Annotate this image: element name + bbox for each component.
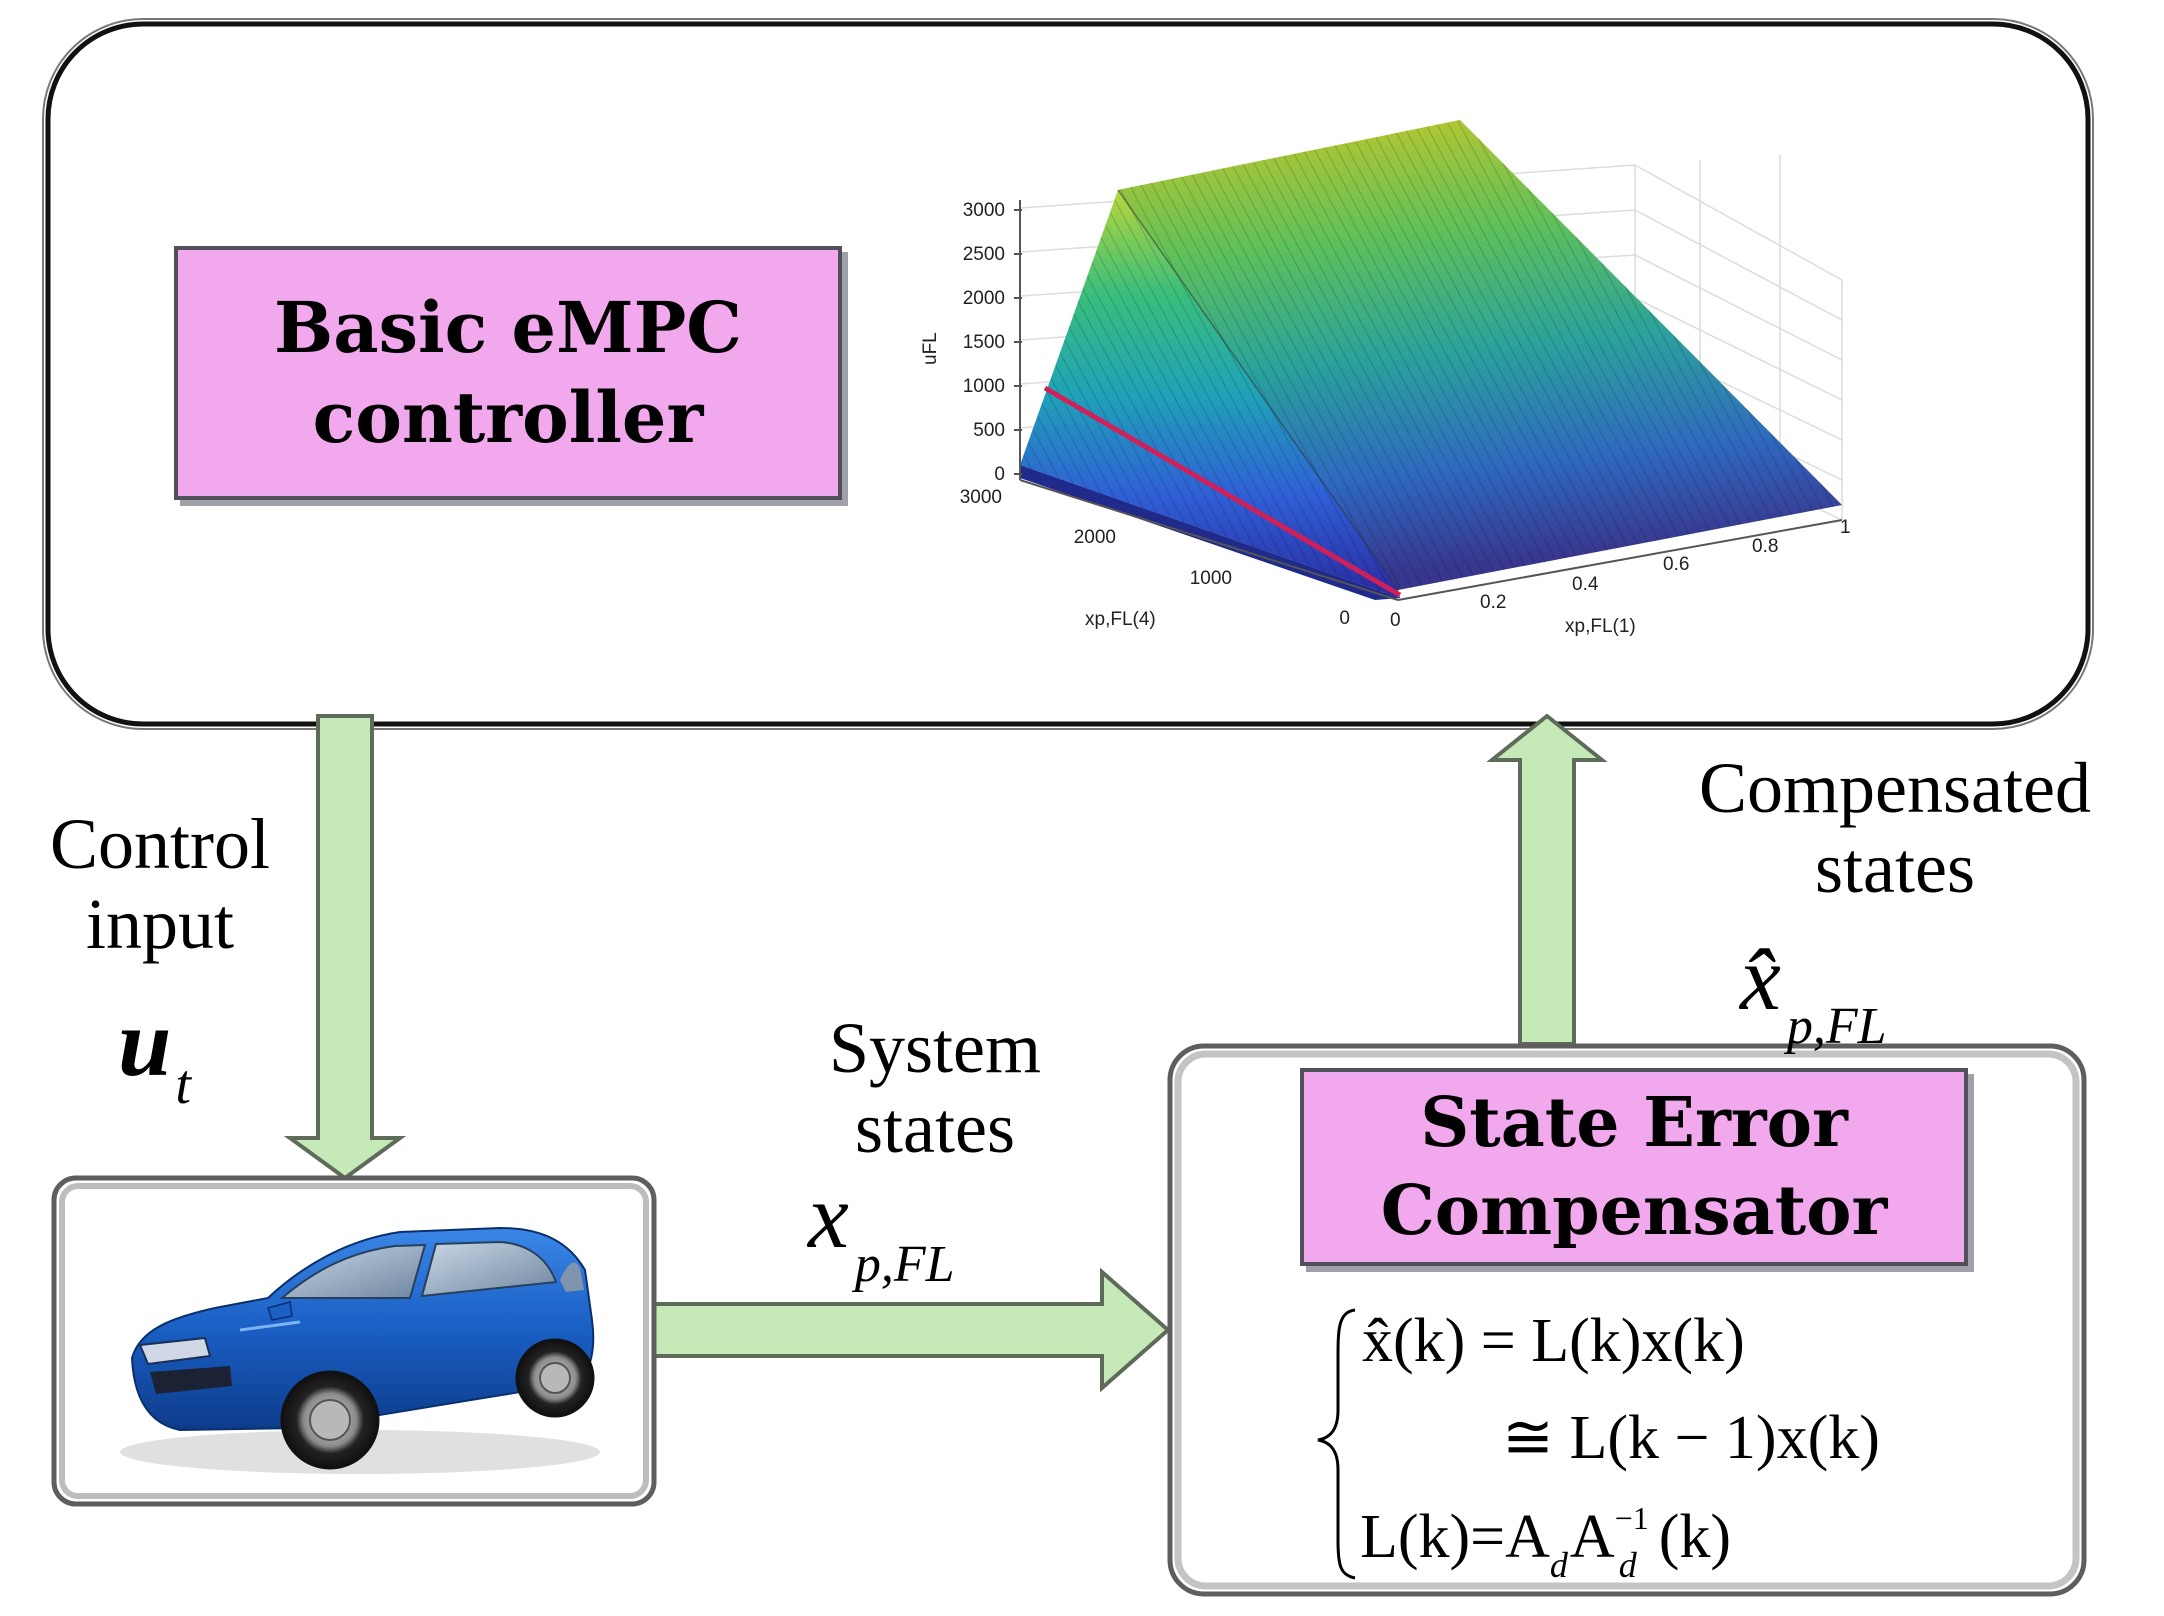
z-axis-ticks: 3000 2500 2000 1500 1000 500 0 [963,200,1022,485]
left-axis-label: xp,FL(4) [1085,609,1156,630]
left-axis-ticks: 3000 2000 1000 0 [960,487,1350,629]
compensator-title-line2: Compensator [1380,1171,1888,1251]
z-tick-label: 1000 [963,376,1005,397]
control-input-symbol: ut [118,995,191,1114]
equation-3-lhs: L(k)=A [1360,1503,1550,1571]
z-tick-label: 3000 [963,200,1005,221]
basic-empc-controller-box: Basic eMPC controller [174,246,842,500]
equation-3-sup: −1 [1614,1500,1649,1536]
control-input-line1: Control [49,804,270,884]
equation-2-text: ≅ L(k − 1)x(k) [1502,1404,1880,1472]
z-tick-label: 500 [973,420,1005,441]
right-axis-label: xp,FL(1) [1565,616,1636,637]
right-tick-label: 1 [1840,517,1851,538]
compensated-states-subscript: p,FL [1786,998,1887,1055]
compensated-states-arrow [1486,713,1608,1046]
z-axis-label: uFL [920,332,941,365]
equation-line-1: x̂(k) = L(k)x(k) [1362,1306,1745,1377]
z-tick-label: 2500 [963,244,1005,265]
equation-3-mid: A [1569,1503,1615,1571]
right-tick-label: 0.8 [1752,536,1778,557]
compensated-states-symbol: x̂p,FL [1740,932,1887,1053]
equation-3-rhs: (k) [1658,1503,1731,1571]
right-tick-label: 0.4 [1572,574,1599,595]
state-error-compensator-box: State Error Compensator [1300,1068,1968,1266]
compensated-states-label: Compensated states [1630,752,2160,904]
left-tick-label: 2000 [1074,527,1116,548]
equation-3-scripts: −1 d [1614,1500,1659,1585]
equation-3-sub1: d [1549,1545,1568,1585]
control-input-arrow [283,714,407,1181]
right-tick-label: 0 [1390,610,1401,631]
left-tick-label: 0 [1339,608,1350,629]
blue-hatchback-car-icon [120,1226,600,1474]
system-states-subscript: p,FL [854,1236,955,1293]
control-input-subscript: t [175,1054,191,1116]
control-input-u: u [118,989,172,1096]
controller-title-line2: controller [312,376,704,459]
z-tick-label: 1500 [963,332,1005,353]
system-states-line2: states [855,1088,1015,1168]
compensator-title-line1: State Error [1420,1083,1848,1163]
z-tick-label: 2000 [963,288,1005,309]
equation-line-2: ≅ L(k − 1)x(k) [1502,1400,1880,1474]
equation-3-sub2: d [1618,1545,1637,1585]
equation-1-text: x̂(k) = L(k)x(k) [1362,1307,1745,1375]
surface-plot: 3000 2500 2000 1500 1000 500 0 uFL 3000 … [920,120,1851,637]
control-input-label: Control input [10,808,310,960]
equation-brace [1317,1308,1356,1580]
right-tick-label: 0.2 [1480,592,1506,613]
highlight-line [1043,385,1402,598]
z-tick-label: 0 [994,464,1005,485]
system-states-line1: System [828,1008,1042,1088]
system-states-label: System states [780,1012,1090,1164]
left-tick-label: 3000 [960,487,1002,508]
right-tick-label: 0.6 [1663,554,1689,575]
system-states-x: x [808,1165,849,1267]
controller-title-line1: Basic eMPC [274,286,742,369]
left-tick-label: 1000 [1190,568,1232,589]
right-axis-ticks: 0 0.2 0.4 0.6 0.8 1 [1390,517,1851,631]
compensated-states-xhat: x̂ [1740,927,1781,1029]
compensated-states-line2: states [1815,828,1975,908]
compensated-states-line1: Compensated [1699,748,2091,828]
control-input-line2: input [85,884,234,964]
system-states-arrow [652,1267,1172,1393]
